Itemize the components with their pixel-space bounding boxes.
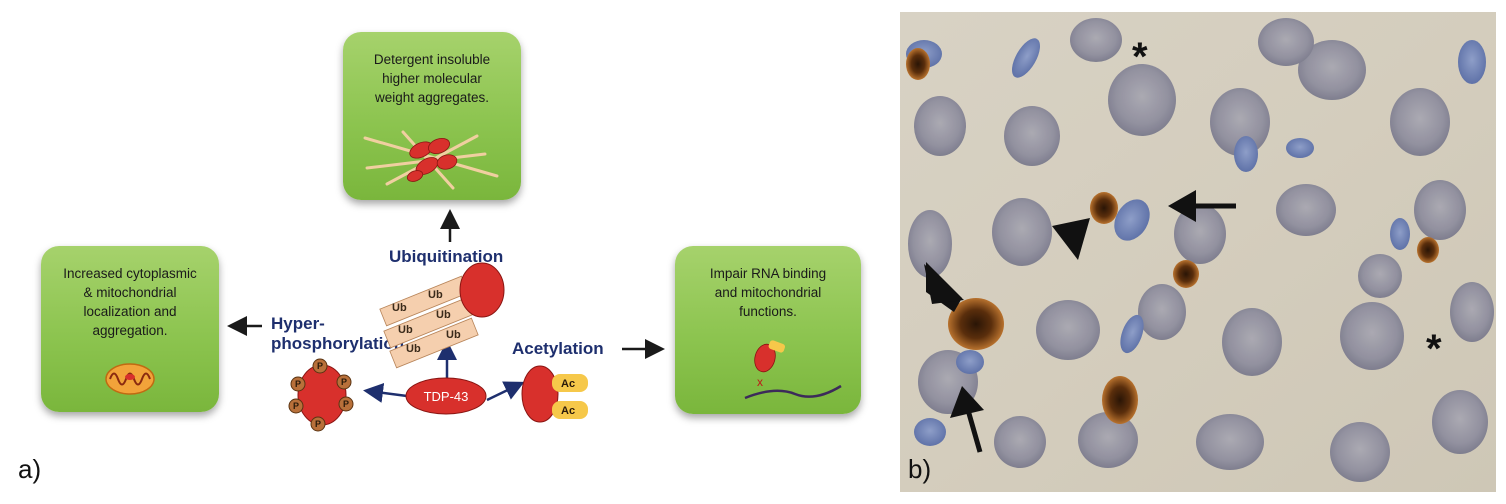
acetyl-group-1 (552, 374, 588, 392)
cytoplasmic-localization-text: Increased cytoplasmic & mitochondrial lo… (63, 266, 197, 338)
ub-tag-3: Ub (398, 324, 413, 336)
panel-b-micrograph: * * b) (900, 12, 1496, 492)
histology-image: * * (900, 12, 1496, 492)
panel-b-letter: b) (908, 454, 932, 484)
rna-binding-icon: x (744, 340, 842, 400)
pathway-arrows (227, 209, 665, 403)
p-tag-6: P (315, 419, 321, 429)
p-tag-5: P (343, 399, 349, 409)
label-ubiquitination: Ubiquitination (389, 247, 504, 266)
asterisk-top: * (1132, 35, 1148, 79)
phosphorylated-protein (297, 364, 347, 426)
inclusion-corner (906, 48, 930, 80)
phosphate-groups (288, 358, 354, 432)
panel-a-letter: a) (18, 454, 42, 484)
label-hyperphosphorylation: Hyper- phosphorylation (271, 314, 405, 353)
ub-tag-5: Ub (406, 343, 421, 355)
rna-binding-box: Impair RNA binding and mitochondrial fun… (675, 246, 861, 414)
acetylated-protein (521, 365, 559, 423)
mitochondrion-icon (105, 363, 155, 395)
inclusion-large (948, 298, 1004, 350)
aggregates-box: Detergent insoluble higher molecular wei… (343, 32, 521, 200)
p-tag-3: P (341, 377, 347, 387)
tdp-43-label: TDP-43 (424, 389, 469, 404)
label-acetylation: Acetylation (512, 339, 604, 358)
aggregates-box-text: Detergent insoluble higher molecular wei… (373, 52, 491, 105)
asterisk-right: * (1426, 327, 1442, 371)
acetyl-group-2 (552, 401, 588, 419)
p-tag-4: P (293, 401, 299, 411)
molecules: Ub Ub Ub Ub Ub Ub P P P P P P TDP-43 (288, 262, 588, 432)
inclusion-right (1417, 237, 1439, 263)
ac-tag-1: Ac (561, 378, 575, 390)
inclusion-center (1173, 260, 1199, 288)
p-tag-2: P (317, 361, 323, 371)
arrow-tdp-to-p (363, 382, 408, 403)
ac-tag-2: Ac (561, 405, 575, 417)
ub-tag-4: Ub (436, 309, 451, 321)
inclusion-upper (1090, 192, 1118, 224)
ub-tag-6: Ub (446, 329, 461, 341)
rna-x-mark: x (757, 375, 763, 389)
tdp-43-protein (405, 377, 487, 415)
ub-tag-1: Ub (392, 302, 407, 314)
ub-tag-2: Ub (428, 289, 443, 301)
panel-a-diagram: Detergent insoluble higher molecular wei… (18, 32, 861, 484)
rna-binding-text: Impair RNA binding and mitochondrial fun… (709, 266, 827, 319)
inclusion-lower (1102, 376, 1138, 424)
p-tag-1: P (295, 379, 301, 389)
cytoplasmic-localization-box: Increased cytoplasmic & mitochondrial lo… (41, 246, 219, 412)
ubiquitinated-protein (459, 262, 505, 318)
aggregates-icon (363, 130, 499, 190)
arrow-tdp-to-ac (486, 381, 525, 402)
